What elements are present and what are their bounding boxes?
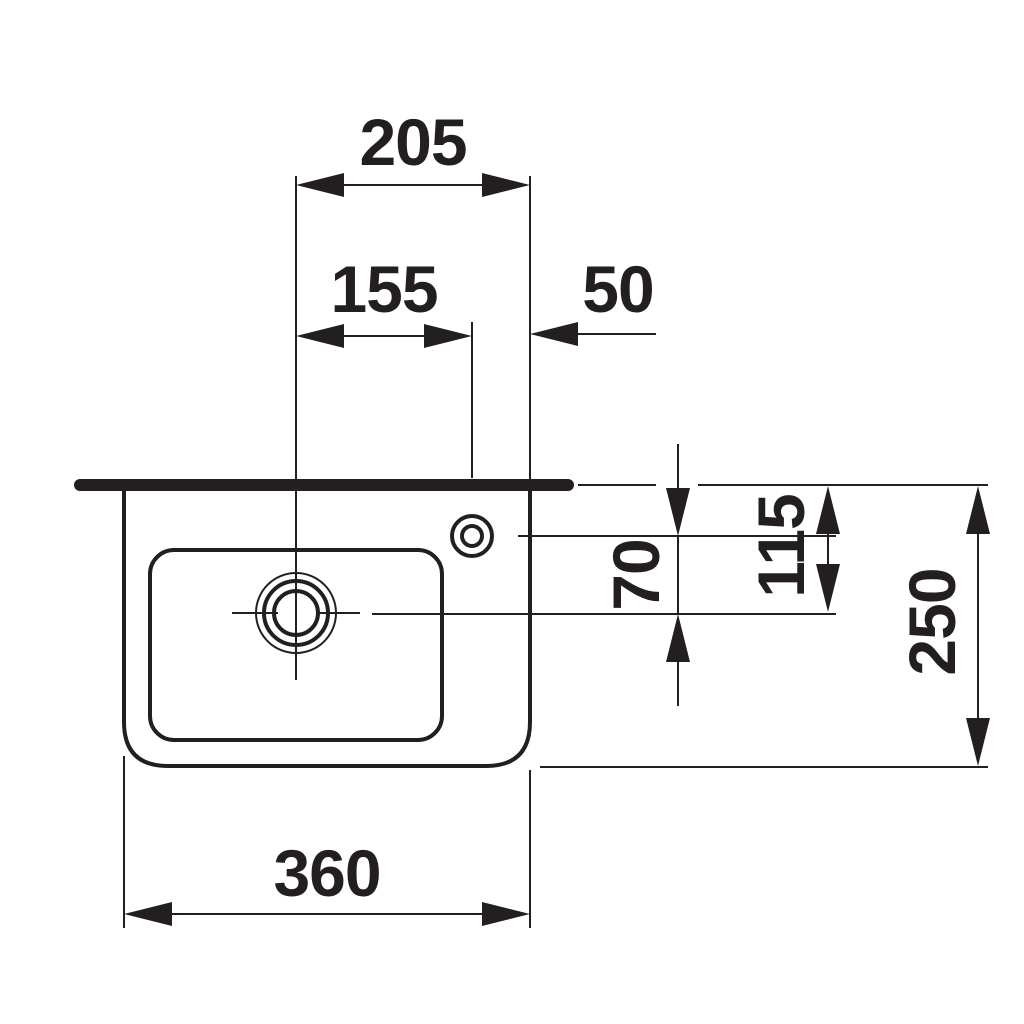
arrowhead-right [424, 324, 472, 348]
tap-hole-inner [460, 524, 484, 548]
extension-lines [123, 176, 988, 928]
arrowhead-right [482, 902, 530, 926]
basin-outer-outline [122, 485, 532, 768]
arrowhead-down [816, 564, 840, 612]
dimension-label-205: 205 [359, 105, 466, 179]
basin [74, 479, 574, 768]
arrowhead-up [966, 486, 990, 534]
arrowhead-right [482, 173, 530, 197]
dimension-360: 360 [124, 836, 530, 926]
dimension-50: 50 [530, 252, 656, 346]
arrowhead-left [296, 324, 344, 348]
tap-hole-outer [450, 514, 494, 558]
arrowhead-left [296, 173, 344, 197]
arrowhead-left [530, 322, 578, 346]
dimension-70: 70 [599, 444, 690, 706]
arrowhead-up [816, 486, 840, 534]
dimension-155: 155 [296, 252, 472, 348]
dimension-label-50: 50 [582, 252, 653, 326]
arrowhead-down [666, 488, 690, 536]
dimension-205: 205 [296, 105, 530, 197]
dimension-label-155: 155 [330, 252, 437, 326]
dimension-label-250: 250 [895, 568, 969, 675]
arrowhead-up [666, 614, 690, 662]
dimension-label-360: 360 [273, 836, 380, 910]
arrowhead-down [966, 718, 990, 766]
dimension-label-115: 115 [744, 494, 818, 597]
dimension-label-70: 70 [599, 539, 673, 610]
dimension-250: 250 [895, 486, 990, 766]
dimension-115: 115 [744, 486, 840, 612]
arrowhead-left [124, 902, 172, 926]
